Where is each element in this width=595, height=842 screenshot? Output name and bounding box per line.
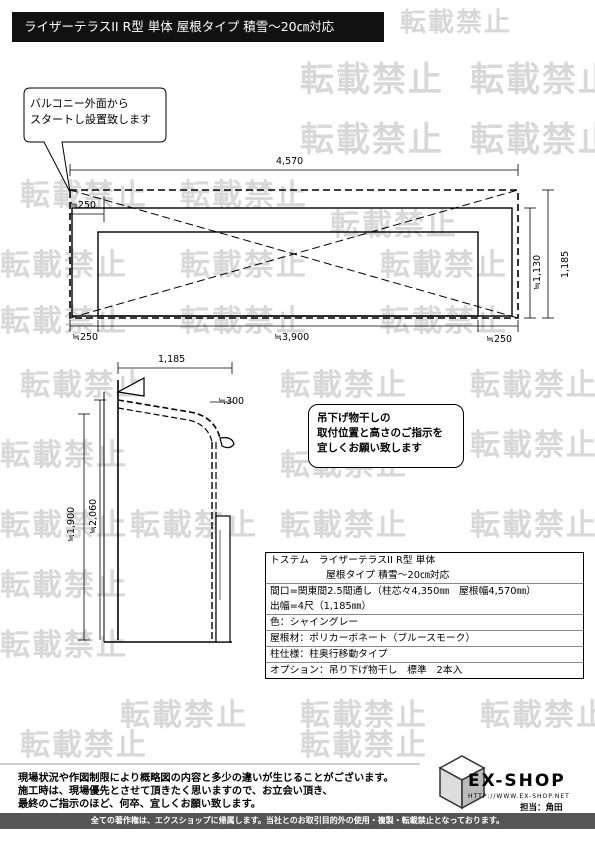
note-line-2: 取付位置と高さのご指示を [317, 427, 443, 439]
watermark-text: 転載禁止 [180, 304, 308, 339]
watermark-text: 転載禁止 [300, 698, 428, 733]
frame-outer [71, 207, 513, 317]
staff-name: 担当：角田 [520, 803, 563, 813]
watermark-text: 転載禁止 [180, 248, 308, 283]
dim-total-height: ≒2,060 [88, 498, 99, 534]
watermark-text: 転載禁止 [280, 508, 408, 543]
watermark-text: 転載禁止 [280, 368, 408, 403]
dim-inner-width: ≒3,900 [274, 332, 310, 343]
callout-bubble [23, 87, 167, 193]
watermark-text: 転載禁止 [300, 120, 444, 160]
footer-line-1: 現場状況や作図制限により概略図の内容と多少の違いが生じることがございます。 [18, 773, 394, 784]
watermark-text: 転載禁止 [20, 728, 148, 763]
dim-eave: ≒250 [70, 200, 97, 211]
watermark-text: 転載禁止 [0, 508, 128, 543]
watermark-text: 転載禁止 [20, 368, 148, 403]
logo-url: HTTP://WWW.EX-SHOP.NET [468, 793, 570, 800]
balcony-eave [116, 376, 145, 397]
dim-gutter: ≒300 [218, 396, 245, 407]
logo-cube-icon [438, 755, 486, 810]
watermark-text: 転載禁止 [130, 508, 258, 543]
watermark-text: 転載禁止 [0, 438, 128, 473]
roof-outline [69, 189, 519, 319]
watermark-text: 転載禁止 [400, 8, 513, 38]
roof-profile [117, 399, 223, 445]
watermark-text: 転載禁止 [470, 120, 595, 160]
dim-depth-total: 1,185 [560, 250, 571, 278]
watermark-text: 転載禁止 [480, 698, 595, 733]
spec-row-option: オプション：吊り下げ物干し 標準 2本入 [270, 665, 463, 676]
logo-name: EX-SHOP [468, 771, 566, 791]
spec-row-post: 柱仕様：柱奥行移動タイプ [266, 647, 583, 663]
page-title: ライザーテラスII R型 単体 屋根タイプ 積雪～20㎝対応 [12, 12, 384, 42]
dim-post-height: ≒1,900 [66, 506, 77, 542]
footer-line-3: 最終のご指示のほど、何卒、宜しくお願い致します。 [18, 799, 261, 810]
watermark-text: 転載禁止 [0, 568, 128, 603]
spec-row-color: 色：シャイングレー [266, 615, 583, 631]
watermark-text: 転載禁止 [180, 178, 308, 213]
note-line-3: 宜しくお願い致します [317, 442, 422, 454]
footer-disclaimer: 現場状況や作図制限により概略図の内容と多少の違いが生じることがございます。 施工… [18, 772, 394, 811]
dim-left-post: ≒250 [72, 332, 99, 343]
spec-row-product: トステム ライザーテラスII R型 単体 [270, 555, 436, 566]
watermark-text: 転載禁止 [0, 628, 128, 663]
watermark-text: 転載禁止 [470, 508, 595, 543]
dim-right-post: ≒250 [486, 334, 513, 345]
watermark-text: 転載禁止 [380, 248, 508, 283]
copyright-bar: 全ての著作権は、エクスショップに帰属します。当社とのお取引目的外の使用・複製・転… [0, 813, 595, 829]
spec-table: トステム ライザーテラスII R型 単体 屋根タイプ 積雪～20㎝対応 間口=関… [265, 552, 584, 679]
balcony-panel [215, 515, 231, 643]
spec-row-width: 間口=関東間2.5間通し（柱芯々4,350㎜ 屋根幅4,570㎜） [270, 586, 537, 597]
dim-total-width: 4,570 [276, 156, 304, 167]
diagonal-2 [69, 189, 519, 319]
note-line-1: 吊下げ物干しの [317, 412, 391, 424]
watermark-text: 転載禁止 [470, 60, 595, 100]
frame-inner [97, 231, 479, 317]
watermark-text: 転載禁止 [300, 60, 444, 100]
callout-line-2: スタートし設置致します [30, 113, 151, 126]
spec-row-projection: 出幅=4尺（1,185㎜） [266, 599, 583, 615]
footer-line-2: 施工時は、現場優先とさせて頂きたく思いますので、お立会い頂き、 [18, 786, 333, 797]
dim-projection: 1,185 [158, 354, 186, 365]
plan-view [69, 164, 554, 332]
watermark-text: 転載禁止 [470, 428, 595, 463]
callout-line-1: バルコニー外面から [30, 97, 129, 110]
watermark-text: 転載禁止 [380, 304, 508, 339]
spec-row-type: 屋根タイプ 積雪～20㎝対応 [266, 568, 583, 584]
watermark-text: 転載禁止 [0, 304, 128, 339]
dim-depth-inner: ≒1,130 [532, 254, 543, 290]
side-view [78, 362, 235, 643]
watermark-text: 転載禁止 [0, 248, 128, 283]
gutter [219, 437, 235, 449]
watermark-text: 転載禁止 [20, 178, 148, 213]
spec-row-roof-material: 屋根材：ポリカーボネート（ブルースモーク） [266, 631, 583, 647]
watermark-text: 転載禁止 [470, 368, 595, 403]
watermark-text: 転載禁止 [300, 728, 428, 763]
clothes-hanger-note: 吊下げ物干しの 取付位置と高さのご指示を 宜しくお願い致します [308, 404, 464, 468]
watermark-text: 転載禁止 [120, 698, 248, 733]
